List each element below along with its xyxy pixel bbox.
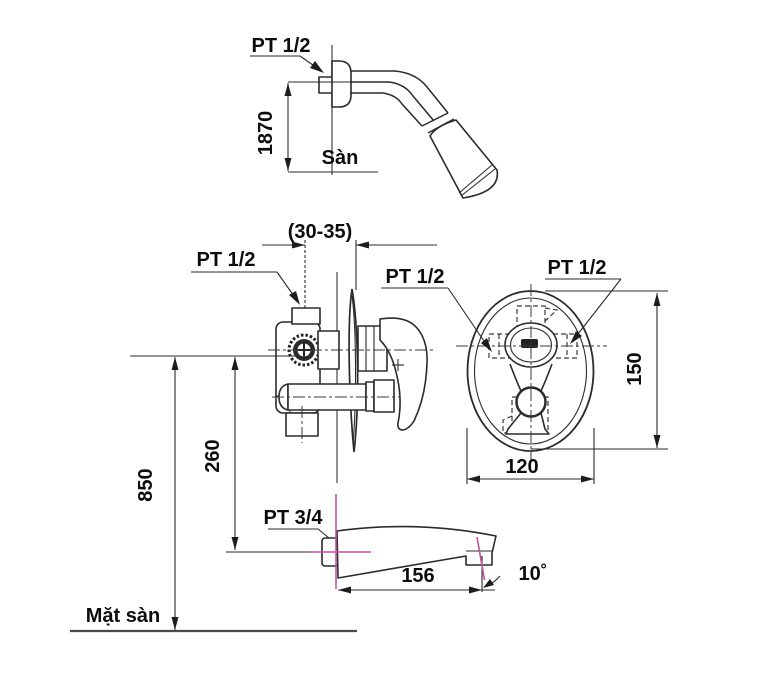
dim-120-arrow-left — [467, 475, 480, 483]
shower-face-rim-1 — [458, 164, 493, 194]
dim-3035-arrow-right — [292, 241, 305, 249]
dim-120-value: 120 — [505, 456, 538, 478]
dim-150-arrow-up — [653, 293, 661, 306]
escutcheon-edge-view — [348, 288, 359, 453]
floor-upper-label: Sàn — [322, 147, 359, 169]
dim-260-arrow-down — [231, 537, 239, 550]
valve-thread-label: PT 1/2 — [197, 249, 256, 271]
spout-body — [336, 525, 497, 579]
shower-leader-arrow — [310, 61, 324, 73]
valve-front-view: PT 1/2 PT 1/2 150 120 — [381, 257, 668, 484]
dim-850-value: 850 — [135, 468, 157, 501]
shower-flange — [331, 60, 352, 108]
dim-260-value: 260 — [202, 439, 224, 472]
valve-leader-arrow — [289, 291, 300, 305]
escutcheon-edge-inner — [351, 295, 357, 445]
spout-view: PT 3/4 10˚ 156 — [226, 494, 547, 594]
angle-arc-arrow — [483, 579, 494, 588]
dim-260-arrow-up — [231, 357, 239, 370]
front-thread-label-b: PT 1/2 — [548, 257, 607, 279]
dim-120-arrow-right — [581, 475, 594, 483]
angle-axis-line — [476, 536, 486, 581]
shower-head-view: PT 1/2 1870 Sàn — [250, 35, 499, 199]
handle-side-view — [379, 317, 428, 431]
angle-10-value: 10˚ — [519, 562, 548, 585]
shower-face-rim-2 — [460, 168, 496, 197]
valve-top-fitting — [291, 307, 321, 325]
shower-arm-bottom-edge — [350, 92, 423, 127]
valve-side-view: (30-35) — [130, 221, 437, 630]
shower-wall-fitting — [318, 76, 334, 94]
dim-156-value: 156 — [401, 565, 434, 587]
pipe-collar — [373, 379, 395, 413]
front-leader-b-arrow — [570, 331, 582, 344]
dim-1870-value: 1870 — [255, 111, 277, 156]
dim-156-arrow-right — [469, 586, 482, 594]
spout-thread-label: PT 3/4 — [264, 507, 324, 529]
dim-156-arrow-left — [338, 586, 351, 594]
front-leader-a-arrow — [481, 338, 492, 352]
dim-850-arrow-up — [171, 357, 179, 370]
handle-badge — [521, 339, 538, 348]
dim-150-arrow-down — [653, 435, 661, 448]
dim-850-arrow-down — [171, 617, 179, 630]
front-leader-a-line — [447, 287, 489, 348]
floor-lower-label: Mặt sàn — [86, 605, 160, 627]
dim-1870-arrow-up — [284, 83, 292, 96]
hidden-top-connection — [516, 305, 546, 335]
dim-3035-arrow-left — [356, 241, 369, 249]
shower-thread-label: PT 1/2 — [252, 35, 311, 57]
shower-arm-top-edge — [350, 70, 449, 114]
escutcheon-oval-inner — [473, 297, 588, 445]
shower-arm-mid-edge — [350, 81, 435, 122]
hidden-top-notch — [544, 307, 559, 322]
spout-leader-line — [268, 528, 330, 539]
front-leader-b-line — [573, 278, 622, 340]
front-thread-label-a: PT 1/2 — [386, 266, 445, 288]
dim-1870-arrow-down — [284, 158, 292, 171]
floor-reference: Mặt sàn — [70, 605, 357, 633]
dim-3035-value: (30-35) — [288, 221, 352, 243]
shower-head-body — [429, 119, 499, 199]
shower-collar-ring-1 — [421, 112, 449, 127]
dim-150-value: 150 — [624, 352, 646, 385]
